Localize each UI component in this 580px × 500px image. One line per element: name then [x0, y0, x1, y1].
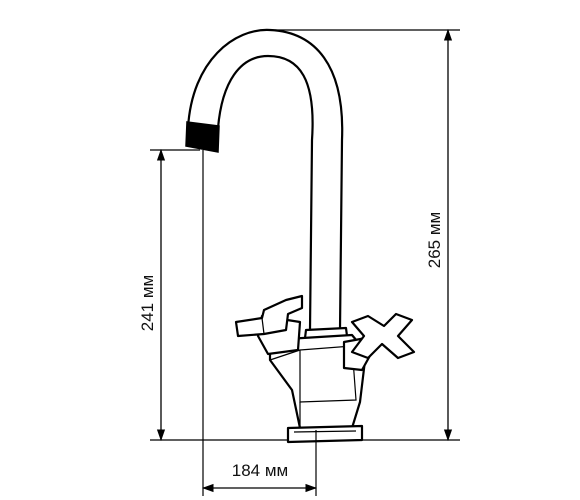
dimension-label-241: 241 мм [138, 275, 157, 331]
dimension-spout-reach: 184 мм [201, 150, 318, 496]
base-plate [286, 424, 364, 444]
spout [186, 28, 344, 332]
left-cross-handle [234, 294, 304, 338]
dimension-label-265: 265 мм [425, 212, 444, 268]
dimension-label-184: 184 мм [232, 461, 288, 480]
spout-tip [185, 121, 220, 153]
faucet [185, 28, 416, 444]
dimension-spout-height: 241 мм [138, 148, 288, 442]
right-cross-handle [350, 312, 416, 360]
dimension-total-height: 265 мм [275, 28, 460, 442]
